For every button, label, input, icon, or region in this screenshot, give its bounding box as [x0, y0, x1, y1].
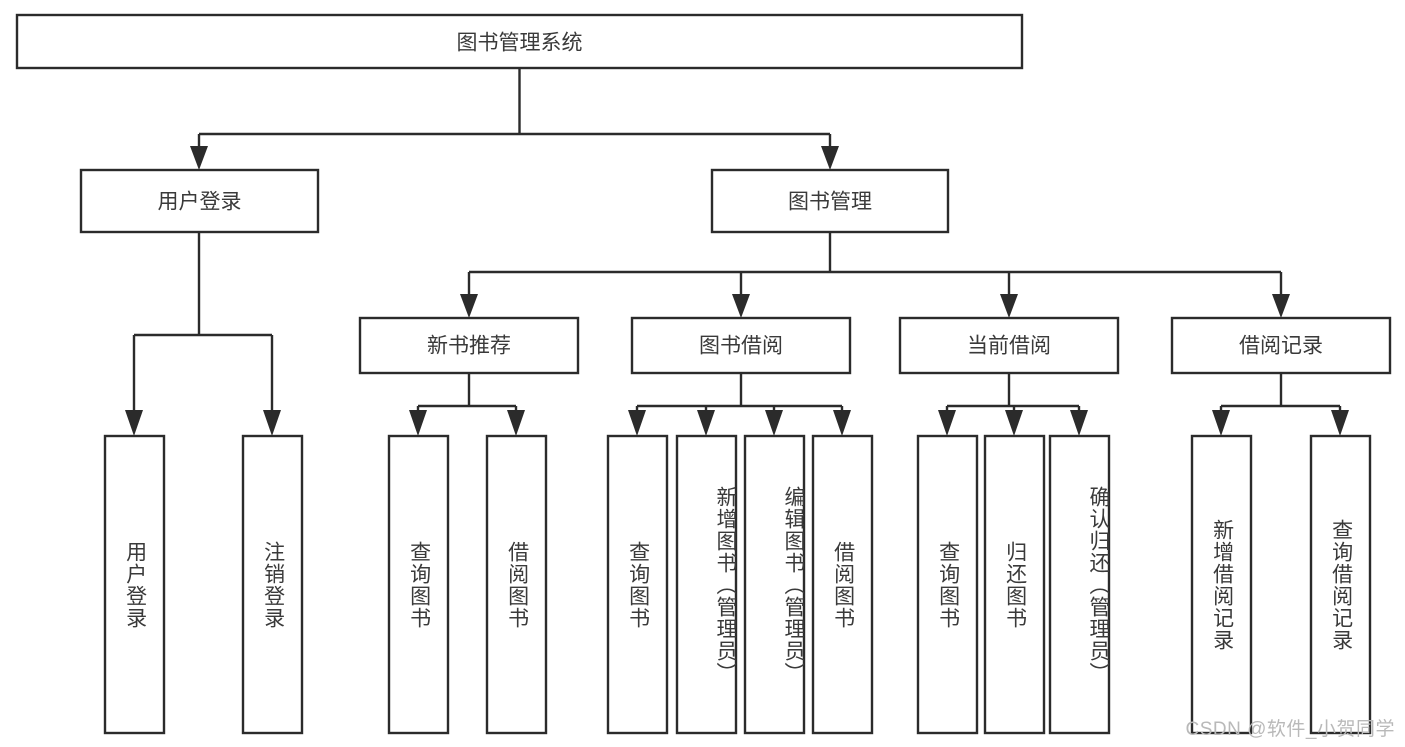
node-root-label: 图书管理系统 [457, 32, 583, 55]
node-new-book-recommend-label: 新书推荐 [427, 335, 511, 358]
arrowhead-bookmgmt-to-records [1272, 294, 1290, 318]
edge-group-root [190, 68, 839, 170]
node-leaf-confirm-return[interactable] [1048, 434, 1111, 735]
csdn-watermark: CSDN @软件_小贺同学 [1185, 719, 1395, 740]
node-leaf-borrow-book-1[interactable] [485, 434, 548, 735]
arrowhead-borrow-to-add-book [697, 410, 715, 436]
edge-group-bookmgmt [460, 232, 1290, 318]
arrowhead-root-to-bookmgmt [821, 146, 839, 170]
arrowhead-records-to-add-record [1212, 410, 1230, 436]
node-borrow-records[interactable] [1170, 316, 1392, 375]
arrowhead-newbook-to-borrow-book [507, 410, 525, 436]
node-leaf-return-book[interactable] [983, 434, 1046, 735]
arrowhead-current-to-return-book [1005, 410, 1023, 436]
edge-group-borrow [628, 373, 851, 436]
node-current-borrow[interactable] [898, 316, 1120, 375]
node-book-management[interactable] [710, 168, 950, 234]
node-leaf-search-book-2[interactable] [606, 434, 669, 735]
node-new-book-recommend[interactable] [358, 316, 580, 375]
node-borrow-records-label: 借阅记录 [1239, 335, 1323, 358]
edge-group-records [1212, 373, 1349, 436]
node-leaf-search-book-3[interactable] [916, 434, 979, 735]
node-root[interactable] [15, 13, 1024, 70]
edge-group-newbook [409, 373, 525, 436]
node-leaf-search-record[interactable] [1309, 434, 1372, 735]
arrowhead-root-to-login [190, 146, 208, 170]
node-current-borrow-label: 当前借阅 [967, 335, 1051, 358]
arrowhead-bookmgmt-to-borrow [732, 294, 750, 318]
node-leaf-user-login[interactable] [103, 434, 166, 735]
arrowhead-newbook-to-search-book [409, 410, 427, 436]
arrowhead-current-to-search-book [938, 410, 956, 436]
arrowhead-borrow-to-borrow-book [833, 410, 851, 436]
node-leaf-logout[interactable] [241, 434, 304, 735]
node-book-borrow-label: 图书借阅 [699, 335, 783, 358]
arrowhead-login-to-user-login [125, 410, 143, 436]
node-book-borrow[interactable] [630, 316, 852, 375]
node-leaf-borrow-book-2[interactable] [811, 434, 874, 735]
node-leaf-edit-book[interactable] [743, 434, 806, 735]
arrowhead-borrow-to-edit-book [765, 410, 783, 436]
node-book-management-label: 图书管理 [788, 191, 872, 214]
edge-group-login [125, 232, 281, 436]
arrowhead-current-to-confirm-return [1070, 410, 1088, 436]
node-user-login-label: 用户登录 [158, 191, 242, 214]
edge-group-current [938, 373, 1088, 436]
arrowhead-login-to-logout [263, 410, 281, 436]
node-leaf-add-book[interactable] [675, 434, 738, 735]
arrowhead-bookmgmt-to-newbook [460, 294, 478, 318]
arrowhead-borrow-to-search-book [628, 410, 646, 436]
node-leaf-search-book-1[interactable] [387, 434, 450, 735]
arrowhead-bookmgmt-to-current [1000, 294, 1018, 318]
node-user-login[interactable] [79, 168, 320, 234]
arrowhead-records-to-search-record [1331, 410, 1349, 436]
node-leaf-add-record[interactable] [1190, 434, 1253, 735]
